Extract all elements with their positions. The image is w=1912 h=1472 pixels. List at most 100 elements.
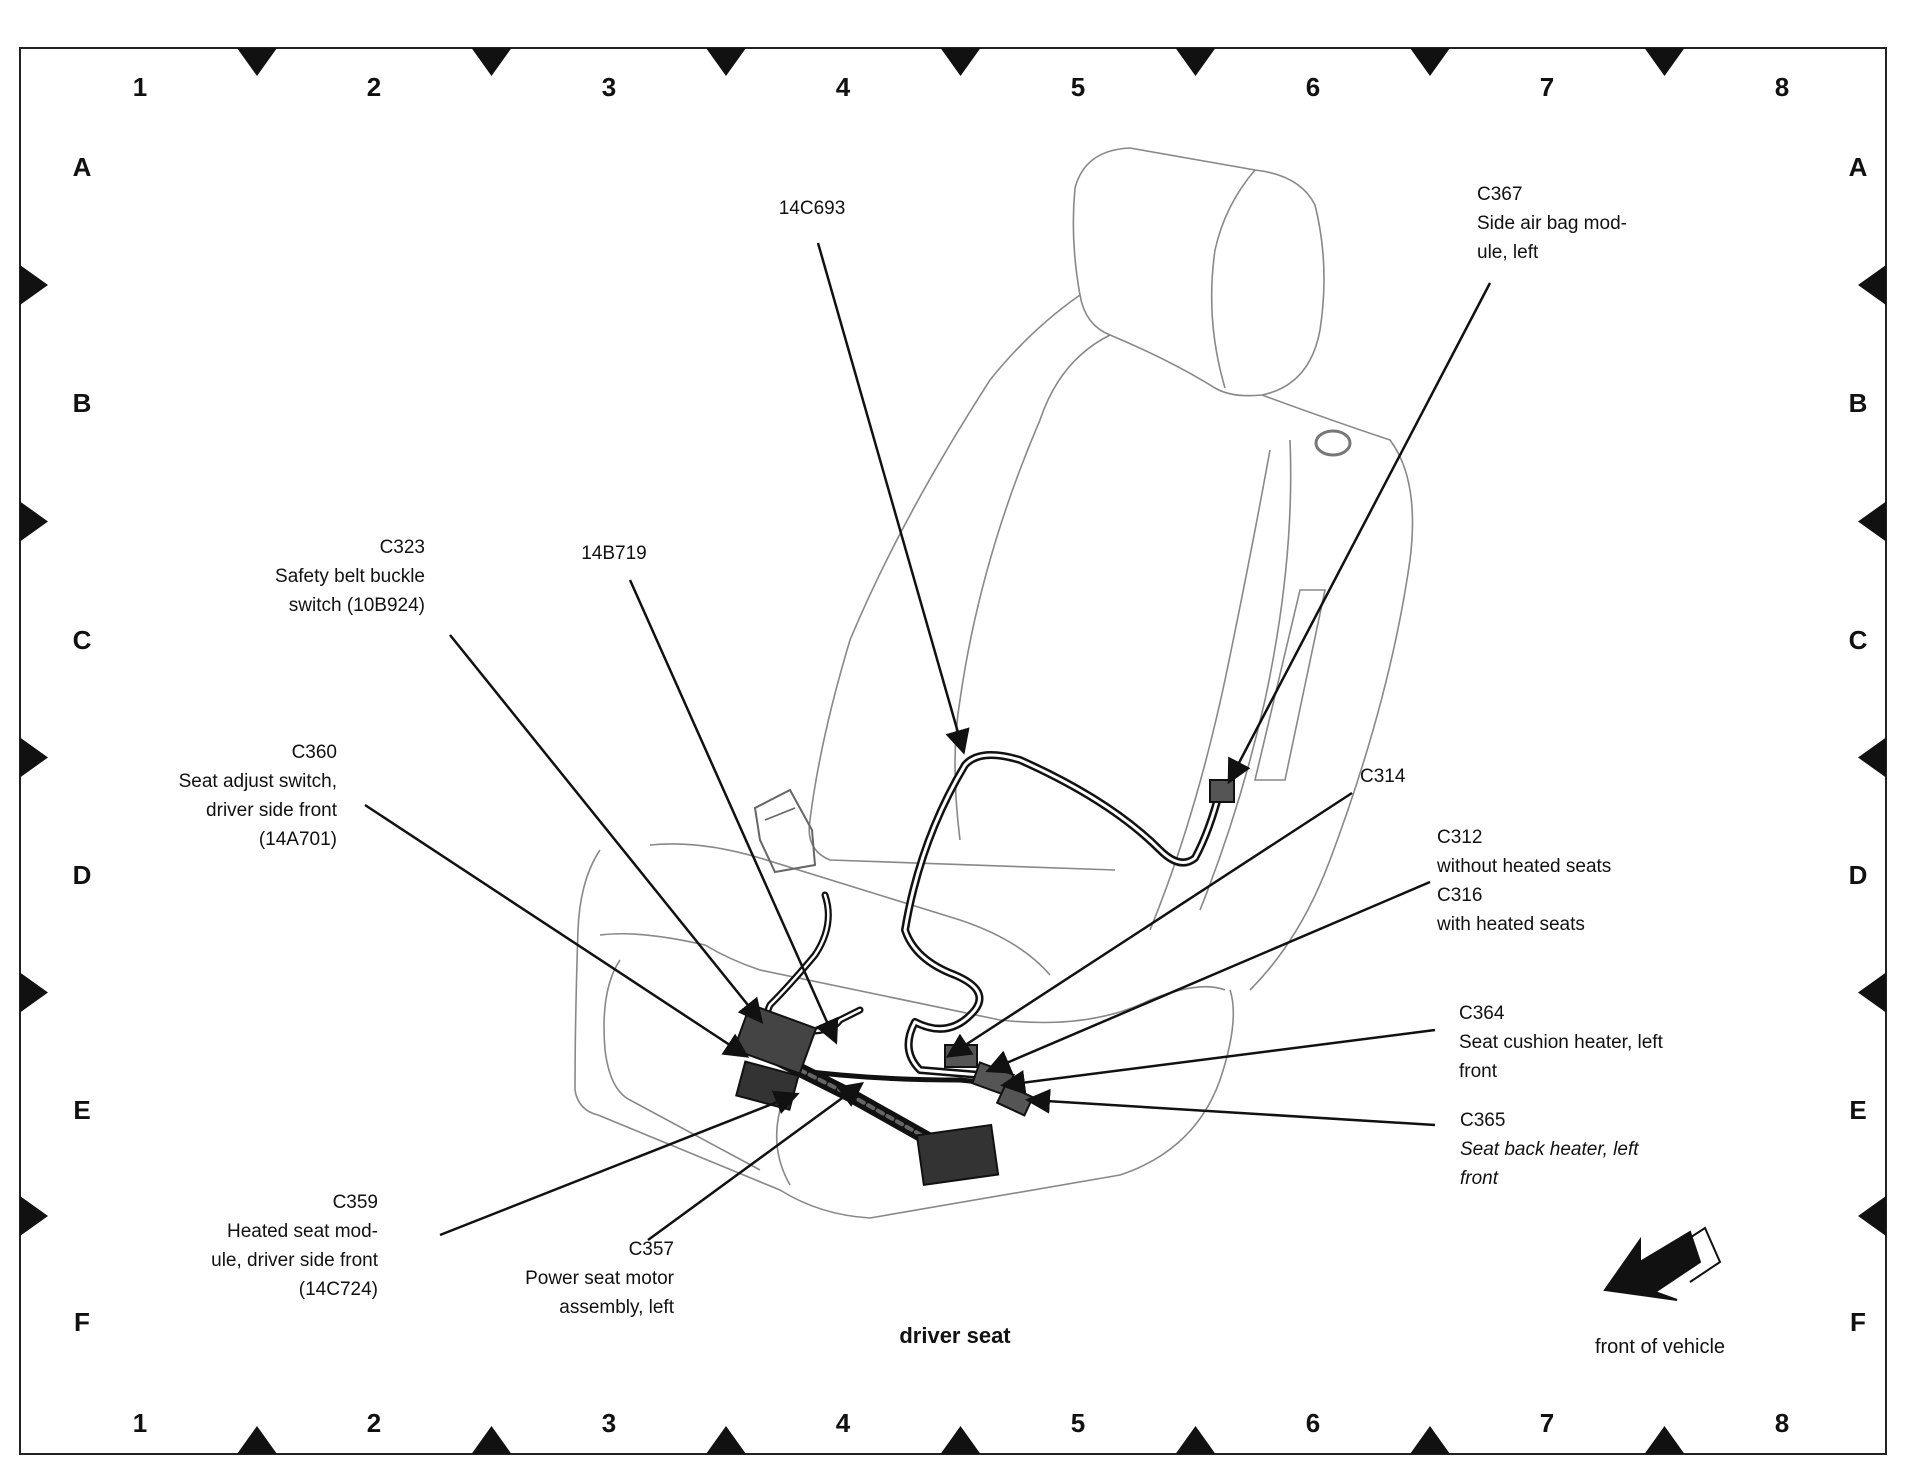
cushion-front-lower <box>775 1109 791 1186</box>
connector-c367 <box>1209 779 1235 803</box>
leader-c365 <box>1025 1088 1436 1127</box>
grid-column-label-top: 2 <box>367 72 381 102</box>
leader-14b719 <box>628 579 839 1045</box>
grid-row-label-left: E <box>73 1095 90 1125</box>
leader-c312 <box>985 880 1431 1074</box>
grid-column-label-bottom: 3 <box>602 1408 616 1438</box>
headrest-side <box>1210 169 1256 389</box>
harness-branch <box>764 891 864 1035</box>
callout-c323-line: C323 <box>380 537 425 558</box>
callout-c365-line: front <box>1460 1168 1499 1189</box>
callout-c364-line: C364 <box>1459 1003 1505 1024</box>
grid-frame-markers <box>20 48 1886 1454</box>
seat-illustration <box>574 147 1414 1219</box>
harness-main-inner <box>903 753 1222 1077</box>
frame-marker-right <box>1858 737 1886 778</box>
grid-row-label-right: E <box>1849 1095 1866 1125</box>
grid-column-label-top: 1 <box>133 72 147 102</box>
connector-c365 <box>995 1083 1035 1117</box>
frame-marker-right <box>1858 501 1886 542</box>
callout-c359-line: C359 <box>333 1192 378 1213</box>
frame-marker-bottom <box>706 1426 746 1454</box>
grid-column-label-top: 7 <box>1540 72 1554 102</box>
grid-row-label-right: D <box>1849 860 1868 890</box>
frame-marker-bottom <box>237 1426 277 1454</box>
buckle-outline <box>753 788 817 874</box>
frame-marker-right <box>1858 265 1886 305</box>
frame-marker-bottom <box>1410 1426 1450 1454</box>
frame-marker-left <box>20 265 48 305</box>
cushion-top-edge <box>649 843 1051 976</box>
frame-marker-left <box>20 501 48 542</box>
callout-c360-line: Seat adjust switch, <box>179 771 337 792</box>
grid-column-label-bottom: 1 <box>133 1408 147 1438</box>
grid-row-label-right: F <box>1850 1307 1866 1337</box>
callout-c359-line: (14C724) <box>299 1279 378 1300</box>
callout-c312-line: C312 <box>1437 827 1482 848</box>
cushion-front <box>603 959 761 1171</box>
headrest-outline <box>1072 147 1325 397</box>
frame-marker-top <box>706 48 746 76</box>
grid-column-label-bottom: 6 <box>1306 1408 1320 1438</box>
grid-column-label-bottom: 4 <box>836 1408 851 1438</box>
frame-marker-bottom <box>1644 1426 1685 1454</box>
frame-marker-right <box>1858 1196 1886 1236</box>
leader-c359 <box>439 1090 800 1237</box>
grid-row-label-left: A <box>73 152 92 182</box>
frame-marker-left <box>20 737 48 778</box>
frame-marker-bottom <box>471 1426 512 1454</box>
grid-row-label-left: C <box>73 625 92 655</box>
grid-row-label-left: B <box>73 388 92 418</box>
callout-14b719: 14B719 <box>581 543 647 564</box>
leader-c314 <box>945 791 1353 1058</box>
grid-column-label-top: 8 <box>1775 72 1789 102</box>
backrest-side <box>1249 394 1414 991</box>
frame-marker-top <box>1644 48 1685 76</box>
front-of-vehicle-label: front of vehicle <box>1595 1336 1725 1358</box>
frame-marker-left <box>20 972 48 1013</box>
frame-marker-bottom <box>1175 1426 1216 1454</box>
grid-column-label-top: 4 <box>836 72 851 102</box>
leader-c357 <box>647 1082 865 1242</box>
grid-row-label-left: F <box>74 1307 90 1337</box>
backrest-outline <box>808 294 1116 871</box>
callout-c364-line: front <box>1459 1061 1498 1082</box>
buckle-inner <box>764 807 796 821</box>
frame-marker-top <box>237 48 277 76</box>
grid-column-label-top: 5 <box>1071 72 1085 102</box>
callout-c364-line: Seat cushion heater, left <box>1459 1032 1664 1053</box>
grid-column-label-top: 3 <box>602 72 616 102</box>
leader-c323 <box>449 634 764 1024</box>
grid-row-label-left: D <box>73 860 92 890</box>
callout-c323-line: switch (10B924) <box>289 595 425 616</box>
callout-14c693: 14C693 <box>779 198 846 219</box>
frame-marker-top <box>940 48 981 76</box>
callout-c312-line: C316 <box>1437 885 1482 906</box>
leader-14c693 <box>816 242 970 755</box>
callout-c360-line: C360 <box>292 742 337 763</box>
backrest-front <box>954 334 1111 841</box>
callout-c312-line: with heated seats <box>1436 914 1585 935</box>
callout-c312-line: without heated seats <box>1436 856 1611 877</box>
grid-column-label-bottom: 5 <box>1071 1408 1085 1438</box>
seatbelt-guide <box>1314 429 1352 457</box>
backrest-inner <box>1199 439 1292 911</box>
callout-c357-line: assembly, left <box>559 1297 674 1318</box>
harness-branch-inner <box>766 893 862 1033</box>
callout-c357-line: Power seat motor <box>525 1268 675 1289</box>
diagram-caption: driver seat <box>899 1323 1011 1348</box>
grid-row-label-right: B <box>1849 388 1868 418</box>
grid-row-label-right: C <box>1849 625 1868 655</box>
leader-lines <box>364 242 1492 1242</box>
callout-c367-line: ule, left <box>1477 242 1539 263</box>
callout-c367-line: C367 <box>1477 184 1522 205</box>
callout-c357-line: C357 <box>629 1239 674 1260</box>
